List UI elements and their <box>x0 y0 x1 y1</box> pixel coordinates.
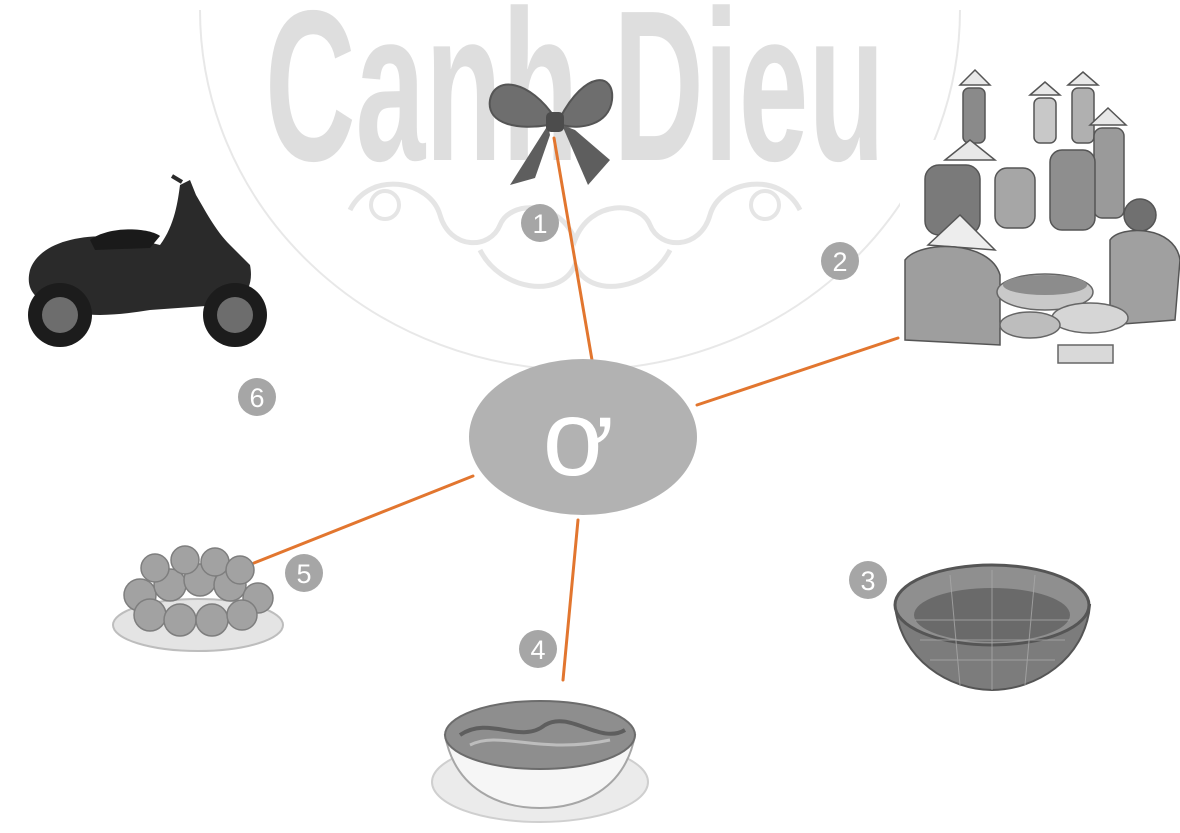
scooter-icon <box>28 176 267 347</box>
number-label-3: 3 <box>860 566 875 596</box>
watermark: Canh Dieu <box>200 0 960 370</box>
number-badge-6: 6 <box>238 378 276 416</box>
basket-icon <box>895 565 1090 690</box>
connector-2 <box>697 338 898 405</box>
market-people-icon <box>900 70 1180 370</box>
center-node: ơ <box>469 359 697 515</box>
number-badge-4: 4 <box>519 630 557 668</box>
number-badge-5: 5 <box>285 554 323 592</box>
number-label-4: 4 <box>530 635 545 665</box>
center-letter: ơ <box>543 377 614 498</box>
number-badge-3: 3 <box>849 561 887 599</box>
number-label-1: 1 <box>532 209 547 239</box>
connector-5 <box>254 476 473 563</box>
connector-4 <box>563 520 578 680</box>
number-label-6: 6 <box>249 383 264 413</box>
noodle-bowl-icon <box>432 701 648 822</box>
number-badge-2: 2 <box>821 242 859 280</box>
number-badge-1: 1 <box>521 204 559 242</box>
number-label-2: 2 <box>832 247 847 277</box>
number-label-5: 5 <box>296 559 311 589</box>
